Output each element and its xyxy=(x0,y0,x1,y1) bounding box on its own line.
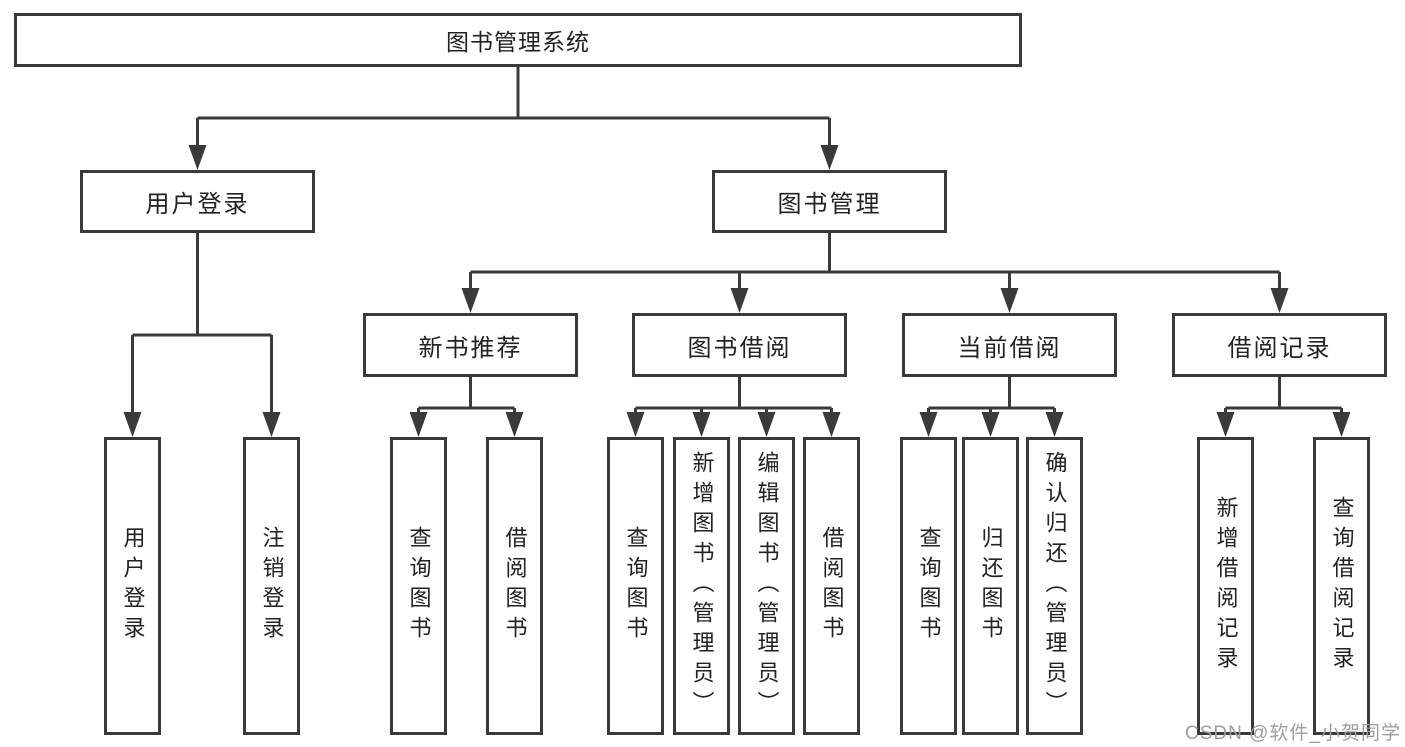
arrowhead xyxy=(692,412,711,437)
leaf-label: 用户登录 xyxy=(120,526,146,646)
node-borrow-records: 借阅记录 xyxy=(1172,313,1387,377)
watermark: CSDN @软件_小贺同学 xyxy=(1185,723,1401,744)
leaf-label: 查询图书 xyxy=(406,526,432,646)
arrowhead xyxy=(461,288,480,313)
arrowhead xyxy=(123,412,142,437)
leaf-label: 查询借阅记录 xyxy=(1329,496,1355,676)
leaf-bb-add-books-admin: 新增图书（管理员） xyxy=(673,437,730,735)
arrowhead xyxy=(1045,412,1064,437)
arrowhead xyxy=(820,145,839,170)
leaf-label: 借阅图书 xyxy=(819,526,845,646)
arrowhead xyxy=(822,412,841,437)
arrowhead xyxy=(188,145,207,170)
leaf-nb-query-books: 查询图书 xyxy=(390,437,447,735)
leaf-cb-return-books: 归还图书 xyxy=(962,437,1019,735)
arrowhead xyxy=(1332,412,1351,437)
leaf-label: 新增图书（管理员） xyxy=(689,451,715,721)
leaf-label: 新增借阅记录 xyxy=(1213,496,1239,676)
node-new-book-recommend: 新书推荐 xyxy=(363,313,578,377)
leaf-bb-query-books: 查询图书 xyxy=(607,437,664,735)
leaf-label: 查询图书 xyxy=(916,526,942,646)
leaf-bb-edit-books-admin: 编辑图书（管理员） xyxy=(738,437,795,735)
arrowhead xyxy=(730,288,749,313)
leaf-br-query-record: 查询借阅记录 xyxy=(1313,437,1370,735)
leaf-logout: 注销登录 xyxy=(243,437,300,735)
leaf-label: 确认归还（管理员） xyxy=(1042,451,1068,721)
leaf-nb-borrow-books: 借阅图书 xyxy=(486,437,543,735)
leaf-label: 查询图书 xyxy=(623,526,649,646)
leaf-label: 注销登录 xyxy=(259,526,285,646)
leaf-user-login: 用户登录 xyxy=(104,437,161,735)
leaf-bb-borrow-books: 借阅图书 xyxy=(803,437,860,735)
leaf-label: 归还图书 xyxy=(978,526,1004,646)
arrowhead xyxy=(757,412,776,437)
leaf-cb-query-books: 查询图书 xyxy=(900,437,957,735)
arrowhead xyxy=(409,412,428,437)
node-root: 图书管理系统 xyxy=(14,13,1022,67)
leaf-br-add-record: 新增借阅记录 xyxy=(1197,437,1254,735)
leaf-cb-confirm-return-admin: 确认归还（管理员） xyxy=(1026,437,1083,735)
arrowhead xyxy=(262,412,281,437)
arrowhead xyxy=(1000,288,1019,313)
arrowhead xyxy=(1216,412,1235,437)
node-user-login: 用户登录 xyxy=(80,170,315,233)
arrowhead xyxy=(919,412,938,437)
leaf-label: 编辑图书（管理员） xyxy=(754,451,780,721)
arrowhead xyxy=(1270,288,1289,313)
arrowhead xyxy=(981,412,1000,437)
node-book-borrow: 图书借阅 xyxy=(632,313,847,377)
node-book-management: 图书管理 xyxy=(712,170,947,233)
leaf-label: 借阅图书 xyxy=(502,526,528,646)
arrowhead xyxy=(626,412,645,437)
arrowhead xyxy=(505,412,524,437)
node-current-borrow: 当前借阅 xyxy=(902,313,1117,377)
